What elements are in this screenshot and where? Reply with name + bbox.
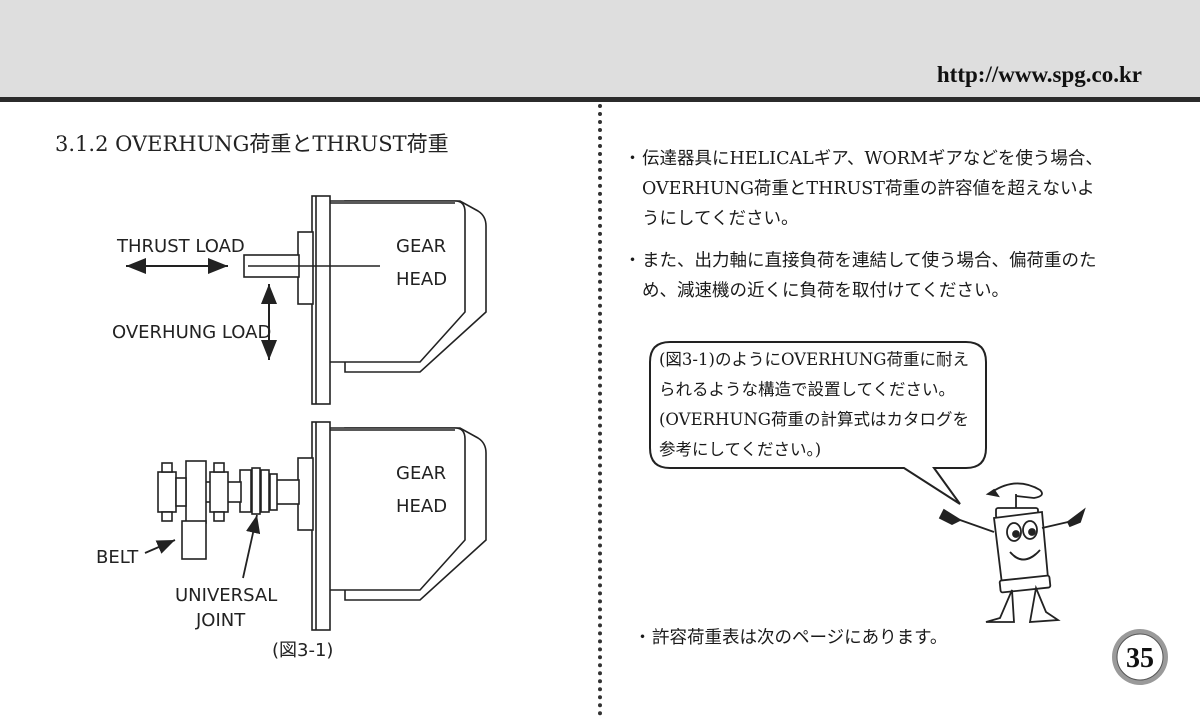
belt-pointer [144,539,176,554]
head-label-top: HEAD [396,269,447,290]
section-title: 3.1.2 OVERHUNG荷重とTHRUST荷重 [55,132,449,156]
bullet-dot: ・ [624,251,641,271]
gear-head-figure: THRUST LOAD OVERHUNG LOAD GEAR HEAD [96,195,487,661]
gear-head-bottom [157,421,487,631]
head-label-bottom: HEAD [396,496,447,517]
belt-label: BELT [96,547,139,568]
figure-caption: (図3-1) [272,640,333,661]
page-number: 35 [1126,643,1154,674]
site-url[interactable]: http://www.spg.co.kr [936,62,1142,87]
bullet-item-1: ・ 伝達器具にHELICALギア、WORMギアなどを使う場合、OVERHUNG荷… [624,144,1112,234]
bullet-text-2: また、出力軸に直接負荷を連結して使う場合、偏荷重のため、減速機の近くに負荷を取付… [642,251,1097,301]
universal-label: UNIVERSAL [175,585,277,606]
overhung-load-label: OVERHUNG LOAD [112,322,271,343]
page-number-badge: 35 [1112,629,1168,685]
bubble-text: (図3-1)のようにOVERHUNG荷重に耐えられるような構造で設置してください… [659,350,969,459]
speech-bubble [649,341,987,505]
header-band [0,0,1200,97]
universal-joint-pointer [242,514,261,579]
bullet-dot: ・ [624,149,641,169]
bullet-text-1: 伝達器具にHELICALギア、WORMギアなどを使う場合、OVERHUNG荷重と… [642,149,1103,229]
gear-label-bottom: GEAR [396,463,446,484]
bullet-item-3: ・ 許容荷重表は次のページにあります。 [634,623,1082,653]
joint-label: JOINT [195,610,246,631]
bullet-dot: ・ [634,628,651,648]
thrust-load-label: THRUST LOAD [116,236,245,257]
gear-head-top [243,195,487,405]
mascot-figure [938,482,1086,623]
bullet-item-2: ・ また、出力軸に直接負荷を連結して使う場合、偏荷重のため、減速機の近くに負荷を… [624,246,1112,306]
column-divider [598,104,602,716]
gear-label-top: GEAR [396,236,446,257]
bullet-text-3: 許容荷重表は次のページにあります。 [652,628,948,648]
header-rule [0,97,1200,102]
